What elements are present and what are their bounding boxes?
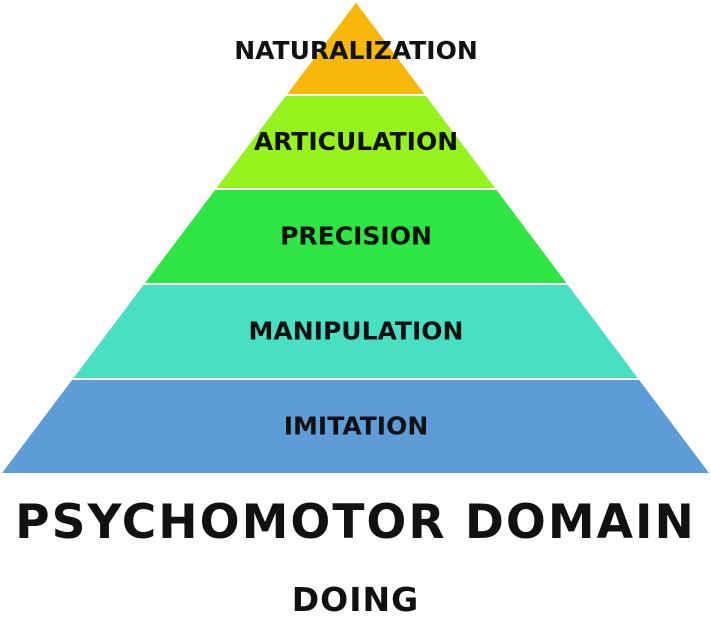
pyramid: NATURALIZATION ARTICULATION PRECISION MANIP… — [0, 0, 711, 475]
domain-subtitle: DOING — [291, 580, 420, 619]
domain-title: PSYCHOMOTOR DOMAIN — [15, 495, 696, 550]
pyramid-label-naturalization: NATURALIZATION — [234, 36, 478, 65]
pyramid-level-imitation: IMITATION — [0, 378, 711, 475]
pyramid-label-manipulation: MANIPULATION — [249, 317, 464, 346]
pyramid-level-precision: PRECISION — [140, 188, 571, 285]
pyramid-label-precision: PRECISION — [280, 222, 432, 251]
pyramid-level-articulation: ARTICULATION — [212, 94, 500, 190]
pyramid-label-imitation: IMITATION — [284, 412, 429, 441]
pyramid-label-articulation: ARTICULATION — [254, 127, 458, 156]
pyramid-level-manipulation: MANIPULATION — [69, 283, 642, 380]
pyramid-tier-imitation — [0, 378, 711, 475]
pyramid-level-naturalization: NATURALIZATION — [234, 0, 478, 96]
